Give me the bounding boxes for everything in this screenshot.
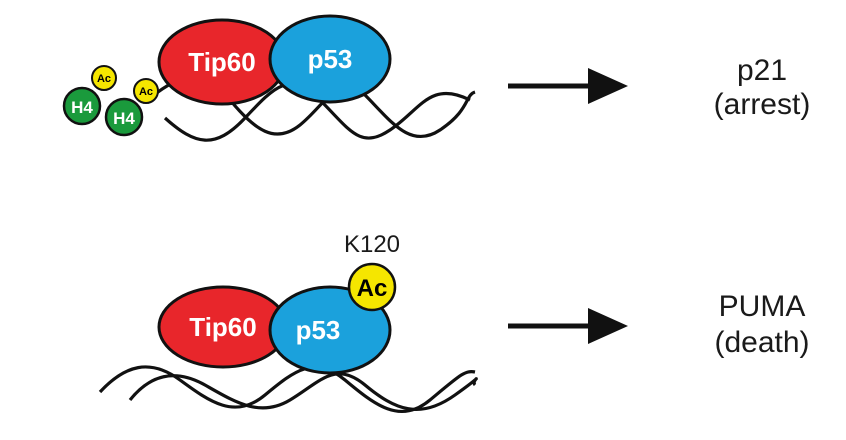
bottom-panel: Tip60 p53 Ac K120 PUMA (death): [98, 231, 810, 413]
top-arrow: [508, 68, 628, 104]
top-p53-label: p53: [308, 44, 353, 74]
bottom-p53-protein: p53: [268, 285, 392, 375]
bottom-tip60-label: Tip60: [189, 312, 256, 342]
top-tip60-label: Tip60: [188, 47, 255, 77]
bottom-tip60-protein: Tip60: [157, 285, 289, 369]
bottom-acetyl-mark: Ac: [347, 262, 397, 312]
top-p53-protein: p53: [268, 14, 392, 104]
top-ac-label-2: Ac: [139, 86, 153, 98]
bottom-ac-label: Ac: [357, 275, 388, 302]
top-output-outcome: (arrest): [714, 88, 811, 121]
bottom-p53-ellipse: [268, 285, 392, 375]
top-panel: Tip60 p53 H4 Ac H4 Ac p21 (arrest): [62, 14, 811, 142]
top-h4-label-1: H4: [71, 98, 93, 117]
bottom-arrow: [508, 308, 628, 344]
top-h4-circle-1: [62, 86, 102, 126]
top-h4-label-2: H4: [113, 109, 135, 128]
top-p53-ellipse: [268, 14, 392, 104]
top-histone-1: H4 Ac: [62, 65, 117, 126]
bottom-k120-label: K120: [344, 231, 400, 258]
top-output-gene: p21: [737, 54, 787, 87]
bottom-ac-circle: [347, 262, 397, 312]
top-tip60-protein: Tip60: [157, 18, 287, 106]
top-histone-2: H4 Ac: [104, 78, 159, 137]
bottom-output-gene: PUMA: [719, 290, 806, 323]
top-h4-circle-2: [104, 97, 144, 137]
bottom-p53-label: p53: [296, 315, 341, 345]
top-ac-circle-2: [133, 78, 159, 104]
bottom-output-outcome: (death): [714, 326, 809, 359]
bottom-dna-helix: [98, 365, 478, 413]
top-ac-label-1: Ac: [97, 73, 111, 85]
top-ac-circle-1: [91, 65, 117, 91]
